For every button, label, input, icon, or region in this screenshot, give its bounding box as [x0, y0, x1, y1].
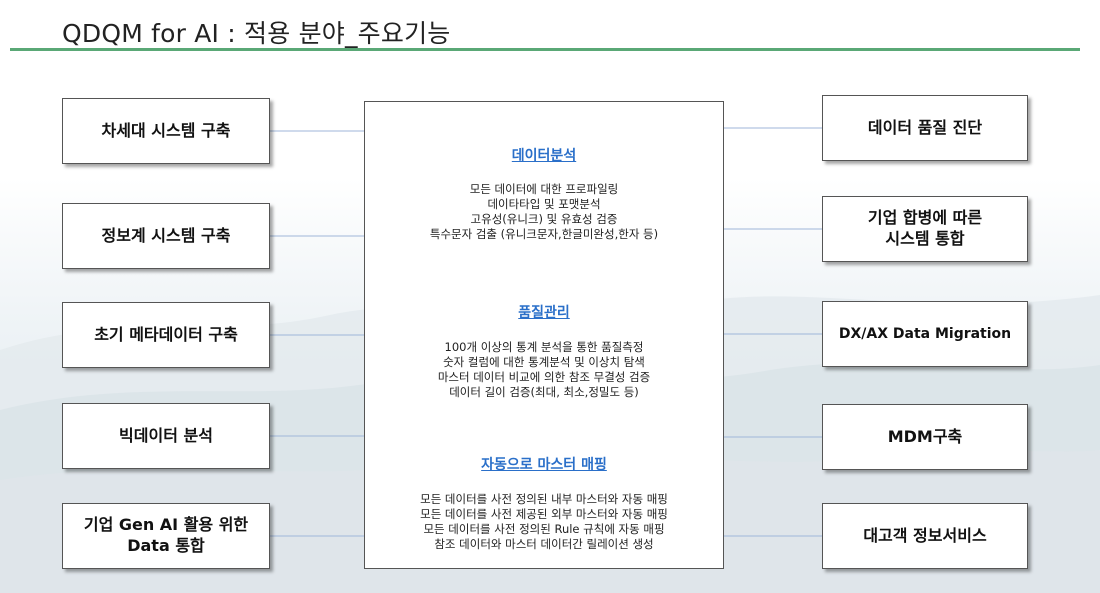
right-box-customer-service: 대고객 정보서비스 [822, 503, 1028, 569]
section-title-quality-management: 품질관리 [518, 305, 570, 321]
title-divider [10, 48, 1080, 51]
right-box-mdm: MDM구축 [822, 404, 1028, 470]
feature-line: 100개 이상의 통계 분석을 통한 품질측정 [444, 340, 644, 354]
left-box-big-data: 빅데이터 분석 [62, 403, 270, 469]
left-box-label: 기업 Gen AI 활용 위한 Data 통합 [83, 515, 249, 555]
left-box-label: 초기 메타데이터 구축 [94, 324, 238, 344]
right-box-label: DX/AX Data Migration [838, 325, 1012, 342]
left-box-next-gen-system: 차세대 시스템 구축 [62, 98, 270, 164]
left-box-gen-ai-data: 기업 Gen AI 활용 위한 Data 통합 [62, 503, 270, 569]
feature-line: 데이타타입 및 포맷분석 [487, 197, 601, 211]
features-panel: 데이터분석 모든 데이터에 대한 프로파일링 데이타타입 및 포맷분석 고유성(… [364, 101, 724, 569]
right-box-quality-diagnosis: 데이터 품질 진단 [822, 95, 1028, 161]
section-title-master-mapping: 자동으로 마스터 매핑 [481, 457, 607, 473]
left-box-label: 정보계 시스템 구축 [101, 225, 231, 245]
feature-line: 숫자 컬럼에 대한 통계분석 및 이상치 탐색 [443, 355, 645, 369]
left-box-info-system: 정보계 시스템 구축 [62, 203, 270, 269]
left-box-label: 차세대 시스템 구축 [101, 120, 231, 140]
right-box-migration: DX/AX Data Migration [822, 301, 1028, 367]
feature-line: 특수문자 검출 (유니크문자,한글미완성,한자 등) [429, 227, 659, 241]
left-box-label: 빅데이터 분석 [119, 425, 213, 445]
feature-line: 마스터 데이터 비교에 의한 참조 무결성 검증 [437, 370, 651, 384]
feature-line: 모든 데이터를 사전 정의된 Rule 규칙에 자동 매핑 [423, 522, 665, 536]
feature-line: 모든 데이터를 사전 정의된 내부 마스터와 자동 매핑 [420, 492, 668, 506]
right-box-merger-integration: 기업 합병에 따른 시스템 통합 [822, 196, 1028, 262]
feature-line: 모든 데이터를 사전 제공된 외부 마스터와 자동 매핑 [420, 507, 668, 521]
section-lines-quality-management: 100개 이상의 통계 분석을 통한 품질측정 숫자 컬럼에 대한 통계분석 및… [365, 340, 723, 400]
right-box-label: 기업 합병에 따른 시스템 통합 [867, 208, 983, 248]
left-box-initial-metadata: 초기 메타데이터 구축 [62, 302, 270, 368]
right-box-label: 대고객 정보서비스 [863, 525, 987, 545]
feature-line: 모든 데이터에 대한 프로파일링 [469, 182, 619, 196]
section-title-data-analysis: 데이터분석 [511, 148, 577, 164]
section-lines-master-mapping: 모든 데이터를 사전 정의된 내부 마스터와 자동 매핑 모든 데이터를 사전 … [365, 492, 723, 552]
feature-line: 고유성(유니크) 및 유효성 검증 [470, 212, 618, 226]
right-box-label: 데이터 품질 진단 [867, 117, 983, 137]
feature-line: 데이터 길이 검증(최대, 최소,정밀도 등) [449, 385, 639, 399]
page-title: QDQM for AI : 적용 분야_주요기능 [62, 19, 451, 48]
feature-line: 참조 데이터와 마스터 데이터간 릴레이션 생성 [434, 537, 654, 551]
section-lines-data-analysis: 모든 데이터에 대한 프로파일링 데이타타입 및 포맷분석 고유성(유니크) 및… [365, 182, 723, 242]
right-box-label: MDM구축 [887, 426, 963, 446]
